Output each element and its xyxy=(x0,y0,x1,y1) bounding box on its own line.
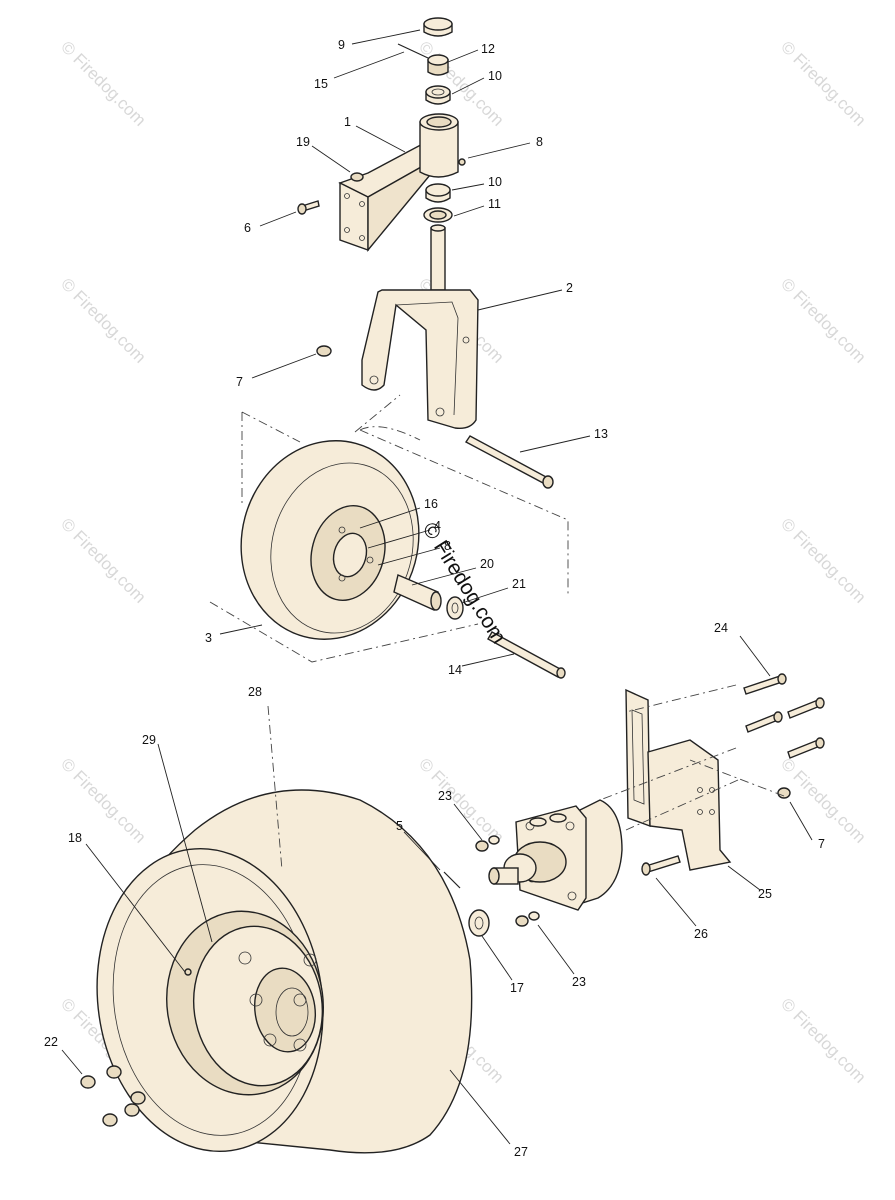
lower-bearing-part xyxy=(425,183,451,203)
castle-nut-part xyxy=(427,54,449,76)
nut-part xyxy=(777,787,791,799)
part-label-8: 8 xyxy=(536,135,543,149)
watermark-text: © Firedog.com xyxy=(57,274,149,366)
watermark-text: © Firedog.com xyxy=(415,754,507,846)
part-label-7: 7 xyxy=(818,837,825,851)
drive-wheel-assembly xyxy=(80,705,473,1154)
watermark-text: © Firedog.com xyxy=(777,37,869,129)
bracket-bolts-part xyxy=(743,673,825,759)
lug-nuts-part xyxy=(80,1065,146,1127)
part-label-25: 25 xyxy=(758,887,772,901)
axle-part xyxy=(487,631,566,679)
part-label-24: 24 xyxy=(714,621,728,635)
part-label-7: 7 xyxy=(236,375,243,389)
part-label-22: 22 xyxy=(44,1035,58,1049)
part-label-2: 2 xyxy=(566,281,573,295)
valve-stem-part xyxy=(184,968,192,976)
part-number-labels: 9 12 15 10 1 19 8 10 11 6 2 7 13 16 4 8 … xyxy=(44,38,825,1159)
part-label-12: 12 xyxy=(481,42,495,56)
part-label-11: 11 xyxy=(488,197,501,211)
axle-bolt-part xyxy=(464,435,554,489)
part-label-19: 19 xyxy=(296,135,310,149)
spacer-part xyxy=(393,574,442,611)
cotter-pin-part xyxy=(397,43,429,59)
watermark-text: © Firedog.com xyxy=(57,37,149,129)
lock-washer-part xyxy=(528,911,540,921)
motor-bracket-part xyxy=(625,688,732,871)
hydraulic-motor-part xyxy=(488,799,623,911)
part-label-6: 6 xyxy=(244,221,251,235)
part-label-1: 1 xyxy=(344,115,351,129)
part-label-17: 17 xyxy=(510,981,524,995)
caster-wheel-assembly xyxy=(209,394,569,679)
leader-lines xyxy=(61,29,813,1145)
top-bearing-part xyxy=(425,85,451,105)
nut-part xyxy=(316,345,332,357)
washer-part xyxy=(446,596,464,620)
mount-arm-part xyxy=(338,113,459,252)
part-label-15: 15 xyxy=(314,77,328,91)
part-label-21: 21 xyxy=(512,577,526,591)
part-label-3: 3 xyxy=(205,631,212,645)
part-label-26: 26 xyxy=(694,927,708,941)
nut-part xyxy=(350,172,364,182)
motor-bolt-part xyxy=(641,855,681,876)
part-label-10: 10 xyxy=(488,175,502,189)
part-label-16: 16 xyxy=(424,497,438,511)
seal-part xyxy=(423,207,453,223)
caster-fork-part xyxy=(361,224,479,430)
watermark-text: © Firedog.com xyxy=(777,274,869,366)
part-label-14: 14 xyxy=(448,663,462,677)
nut-part xyxy=(475,840,489,852)
center-watermark-text: © Firedog.com xyxy=(418,518,511,647)
watermark-text: © Firedog.com xyxy=(777,754,869,846)
dust-cap-part xyxy=(423,17,453,37)
nut-part xyxy=(515,915,529,927)
grease-fitting-part xyxy=(458,158,466,166)
part-label-28: 28 xyxy=(248,685,262,699)
watermark-text: © Firedog.com xyxy=(777,514,869,606)
part-label-9: 9 xyxy=(338,38,345,52)
part-label-4: 4 xyxy=(434,519,441,533)
part-label-8: 8 xyxy=(444,539,451,553)
drive-motor-assembly xyxy=(443,673,825,937)
watermark-text: © Firedog.com xyxy=(777,994,869,1086)
part-label-10: 10 xyxy=(488,69,502,83)
part-label-5: 5 xyxy=(396,819,403,833)
part-label-20: 20 xyxy=(480,557,494,571)
part-label-23: 23 xyxy=(572,975,586,989)
part-label-18: 18 xyxy=(68,831,82,845)
part-label-29: 29 xyxy=(142,733,156,747)
watermark-text: © Firedog.com xyxy=(57,514,149,606)
shaft-key-part xyxy=(443,871,461,889)
hub-washer-part xyxy=(468,909,490,937)
part-label-27: 27 xyxy=(514,1145,528,1159)
part-label-23: 23 xyxy=(438,789,452,803)
lock-washer-part xyxy=(488,835,500,845)
part-label-13: 13 xyxy=(594,427,608,441)
caster-assembly xyxy=(297,17,554,489)
bolt-part xyxy=(297,200,320,215)
